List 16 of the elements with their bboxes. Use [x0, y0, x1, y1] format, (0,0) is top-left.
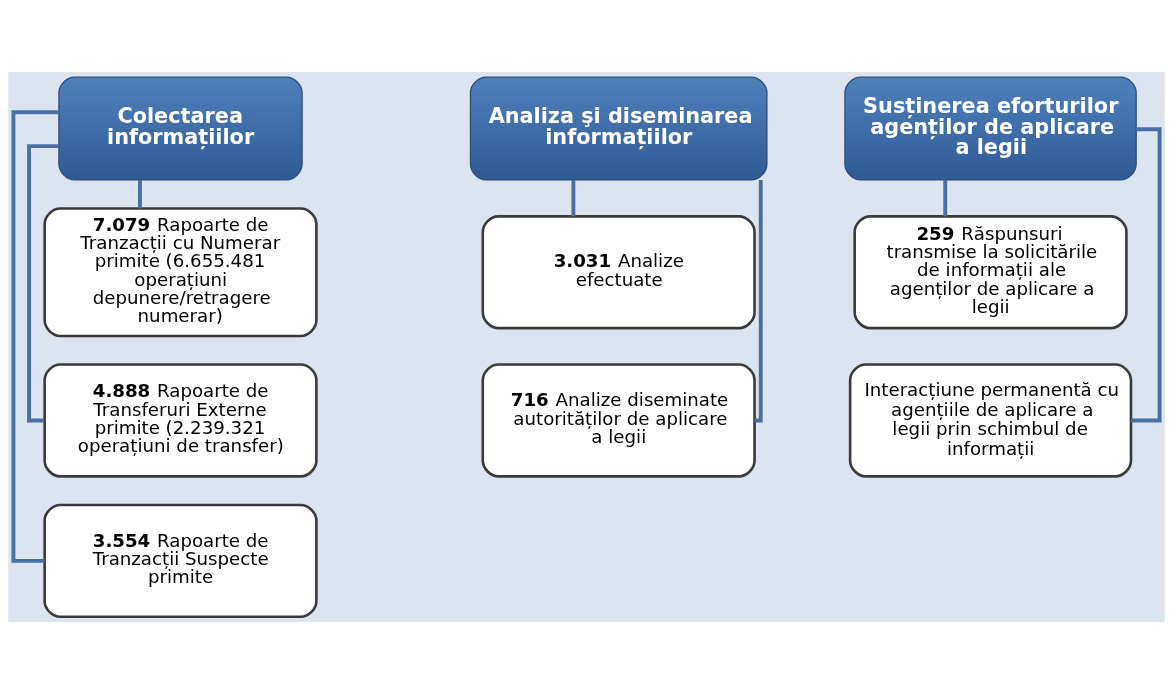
node-box: 4.888 Rapoarte de Transferuri Externe primite (2.239.321 operațiuni de transfer) — [43, 363, 318, 478]
connector — [11, 110, 59, 563]
node-box: 259 Răspunsuri transmise la solicitările de informații ale agenților de aplicare a legii — [853, 215, 1128, 330]
node-box: 3.554 Rapoarte de Tranzacții Suspecte primite — [43, 503, 318, 619]
node-box: 716 Analize diseminate autorităților de aplicare a legii — [481, 363, 756, 478]
node-box: Susținerea eforturilor agenților de aplicare a legii — [844, 76, 1137, 181]
node-box: 3.031 Analize efectuate — [481, 215, 756, 330]
connector — [138, 180, 142, 209]
node-box: Interacțiune permanentă cu agențiile de aplicare a legii prin schimbul de informații — [848, 363, 1133, 478]
connector — [571, 180, 576, 217]
node-box: Colectarea informațiilor — [58, 76, 303, 181]
connector — [943, 180, 948, 217]
node-box: Analiza şi diseminarea informațiilor — [469, 76, 768, 181]
connector — [754, 180, 763, 423]
connector — [27, 144, 59, 423]
node-box: 7.079 Rapoarte de Tranzacții cu Numerar primite (6.655.481 operațiuni depunere/retragere numerar) — [43, 207, 318, 338]
